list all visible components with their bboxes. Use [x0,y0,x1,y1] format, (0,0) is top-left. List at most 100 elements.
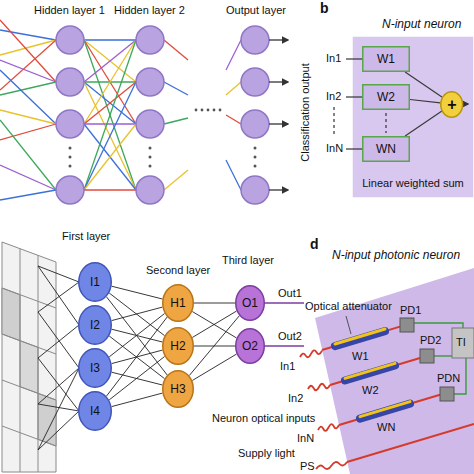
connector-line [194,303,235,304]
neuron-circle [241,176,269,204]
input-neuron: I4 [78,391,112,431]
network-connection [0,20,241,200]
weight-label: W2 [377,90,395,104]
output-neuron: O2 [235,328,265,364]
network-connection [0,20,56,82]
neuron-label: H2 [170,339,185,353]
network-connection [84,124,136,190]
network-connection [164,40,188,60]
input-neuron-outline [79,349,112,388]
network-connection [84,40,136,190]
connector-line [192,311,236,338]
ellipsis-dots [254,156,257,159]
connector-line [109,293,164,336]
sum-node-outline [441,91,463,117]
connector-line [189,316,239,376]
weight-box: W2 [362,84,410,110]
neuron-circle [136,68,164,96]
input-light-wave [318,424,339,431]
input-image-grid [2,334,56,354]
image-to-neuron-line [38,368,79,404]
connector-line [112,393,163,407]
input-label: In2 [326,90,341,103]
ellipsis-dots [201,109,204,112]
connector-line [107,297,168,375]
network-connection [84,82,136,190]
input-neuron: I3 [78,348,112,388]
ellipsis-dots [149,165,152,168]
input-line [346,96,362,97]
hidden-neuron-outline [163,371,194,408]
axis-label: Classification output [298,63,311,161]
network-connection [84,40,136,124]
image-to-neuron-line [38,312,79,368]
neuron-panel-outline [353,37,474,198]
ellipsis-dots [213,109,216,112]
weight-box-outline [363,137,410,162]
network-connection [84,39,136,40]
network-connection [226,115,241,124]
network-connection [84,40,136,190]
network-connection [0,70,56,124]
photodetector [440,387,454,401]
weight-box-outline [363,47,410,72]
layer-label: Third layer [222,254,274,267]
neuron-circle [56,176,84,204]
photodetector [420,349,434,363]
panel-letter: b [320,0,329,17]
network-connection [84,82,136,124]
neuron-circle [241,110,269,138]
output-neuron-outline [236,286,265,321]
network-connection [0,40,56,90]
input-light-wave [308,384,330,391]
network-connection [226,40,241,70]
network-connection [164,118,188,124]
layer-label: Hidden layer 2 [114,4,185,17]
output-neuron: O1 [235,285,265,321]
input-image-grid [38,255,39,472]
input-neuron: I1 [78,262,112,302]
sum-node: + [440,91,463,118]
input-image-grid [2,242,56,472]
ellipsis-dash [333,107,334,137]
ellipsis-dots [69,165,72,168]
input-label: In1 [326,52,341,65]
weight-box-outline [363,85,410,110]
network-connection [84,40,136,124]
output-arrow [269,189,288,190]
output-arrow [269,81,288,82]
connector-line [106,317,167,396]
connector-line [112,307,163,321]
output-arrow [269,39,288,40]
network-connection [0,82,56,95]
image-to-neuron-line [38,266,79,325]
layer-label: Output layer [226,4,286,17]
detector-label: PDN [437,372,460,385]
ellipsis-dots [69,147,72,150]
input-line [346,148,362,149]
image-to-neuron-line [38,325,79,358]
neuron-circle [241,26,269,54]
ellipsis-dots [219,109,222,112]
neuron-label: I1 [90,275,100,289]
output-arrow [269,40,288,190]
network-connection [164,82,188,95]
network-connection [0,120,56,190]
hidden-neuron: H1 [162,284,194,322]
signal-label: PS [300,460,315,473]
photonic-neuron-panel: N-input photonic neuron [300,244,474,474]
neuron-label: O2 [242,339,258,353]
photonic-neuron-panel-outline [315,268,474,474]
image-to-neuron-line [38,368,79,450]
ellipsis-dots [207,109,210,112]
image-to-neuron-line [38,266,79,282]
component-label: Supply light [238,447,295,460]
neuron-label: O1 [242,296,258,310]
sum-symbol: + [447,95,456,114]
detector-wire [434,355,452,356]
connector-line [109,357,164,400]
ellipsis-dots [195,109,198,112]
ellipsis-dots [254,147,257,150]
hidden-neuron: H3 [162,370,194,408]
image-to-neuron-line [38,411,79,450]
